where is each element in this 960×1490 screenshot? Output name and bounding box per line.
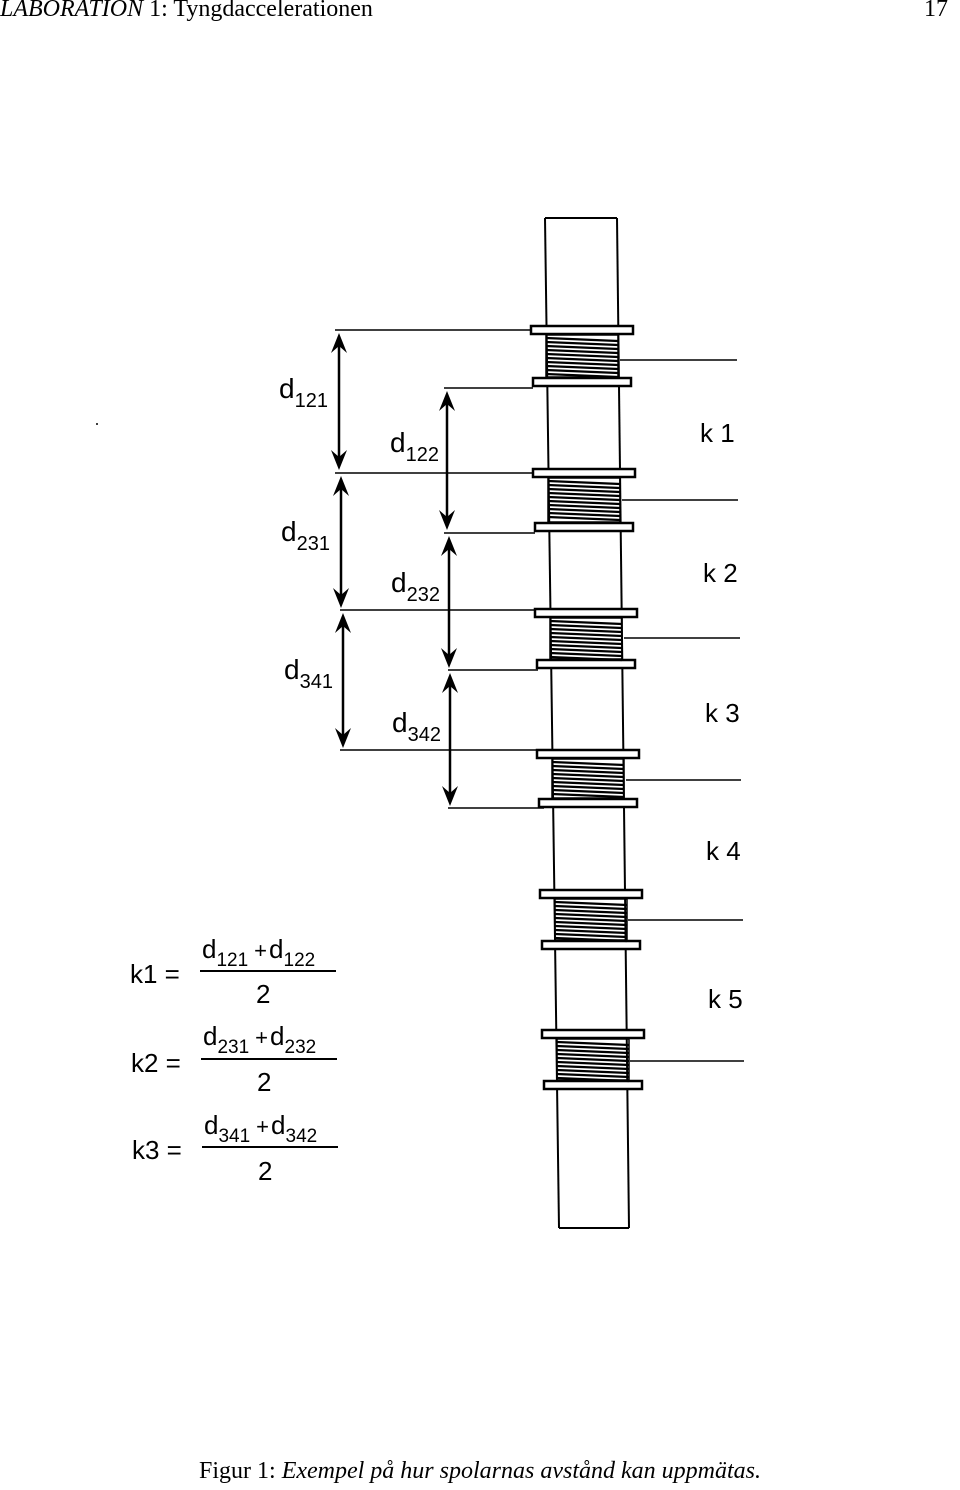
formula-k2-numerator: d231+d232 <box>203 1021 316 1058</box>
coil-winding-outline <box>549 617 623 660</box>
formulas: k1 = d121+d122 2 k2 = d231+d232 2 k3 = d… <box>130 934 338 1186</box>
coil-top-flange <box>540 1028 646 1040</box>
caption-label: Figur 1: <box>199 1458 282 1484</box>
coil-label-k3: k 3 <box>705 698 740 728</box>
coil-6 <box>540 1028 646 1091</box>
distance-label-d342: d342 <box>392 707 441 746</box>
dimension-arrow <box>331 333 347 470</box>
coil-winding <box>549 619 623 662</box>
formula-k3: k3 = d341+d342 2 <box>132 1110 338 1186</box>
coil-leads <box>620 359 744 1062</box>
coil-top-flange <box>533 607 639 619</box>
reference-lines <box>335 329 544 809</box>
caption-text: Exempel på hur spolarnas avstånd kan upp… <box>281 1458 761 1484</box>
coil-winding-outline <box>554 898 628 941</box>
dimension-arrow <box>441 536 457 668</box>
distance-labels: d121 d122 d231 d232 d341 d342 <box>279 373 441 746</box>
distance-label-d232: d232 <box>391 567 440 606</box>
distance-label-d231: d231 <box>281 516 330 555</box>
coil-4 <box>535 748 641 809</box>
coil-3 <box>533 607 639 670</box>
header-rest: 1: Tyngdaccelerationen <box>143 0 373 22</box>
running-header: LABORATION 1: Tyngdaccelerationen <box>0 0 373 23</box>
arrow-head <box>439 510 455 530</box>
formula-k1-denominator: 2 <box>256 979 270 1009</box>
coil-label-k2: k 2 <box>703 558 738 588</box>
coil-label-k4: k 4 <box>706 836 741 866</box>
coil-top-flange <box>535 748 641 760</box>
coil-winding-outline <box>551 758 625 799</box>
formula-k3-denominator: 2 <box>258 1156 272 1186</box>
coil-bottom-flange <box>540 939 642 951</box>
coil-winding-outline <box>556 1038 630 1081</box>
coil-top-flange <box>529 324 635 336</box>
coil-top-flange <box>531 467 637 479</box>
header-lab: LABORATION <box>0 0 144 22</box>
formula-k1: k1 = d121+d122 2 <box>130 934 336 1009</box>
formula-k2-lhs: k2 = <box>131 1048 181 1078</box>
arrow-head <box>441 648 457 668</box>
arrow-head <box>439 391 455 411</box>
coil-1 <box>529 324 635 388</box>
dimension-arrow <box>333 476 349 608</box>
coil-label-k1: k 1 <box>700 418 735 448</box>
distance-label-d121: d121 <box>279 373 328 412</box>
dimension-arrow <box>439 391 455 530</box>
formula-k1-numerator: d121+d122 <box>202 934 315 971</box>
arrow-head <box>335 728 351 748</box>
coil-winding <box>554 900 628 943</box>
arrow-head <box>331 333 347 353</box>
arrow-head <box>333 476 349 496</box>
arrow-head <box>333 588 349 608</box>
arrow-head <box>335 613 351 633</box>
coil-2 <box>531 467 637 533</box>
figure-caption: Figur 1: Exempel på hur spolarnas avstån… <box>0 1458 960 1485</box>
coil-winding-outline <box>547 477 621 523</box>
coil-bottom-flange <box>542 1079 644 1091</box>
formula-k2: k2 = d231+d232 2 <box>131 1021 337 1097</box>
page-number: 17 <box>924 0 948 22</box>
arrow-head <box>442 786 458 806</box>
coil-label-k5: k 5 <box>708 984 743 1014</box>
arrow-head <box>442 673 458 693</box>
dimension-arrow <box>442 673 458 806</box>
coil-bottom-flange <box>531 376 633 388</box>
arrow-head <box>331 450 347 470</box>
arrow-head <box>441 536 457 556</box>
coil-winding <box>551 760 625 799</box>
coil-winding-outline <box>545 334 619 378</box>
coil-winding <box>547 479 621 522</box>
coil-bottom-flange <box>537 797 639 809</box>
coil-bottom-flange <box>535 658 637 670</box>
coil-labels: k 1 k 2 k 3 k 4 k 5 <box>700 418 743 1014</box>
distance-label-d341: d341 <box>284 654 333 693</box>
formula-k3-numerator: d341+d342 <box>204 1110 317 1147</box>
distance-label-d122: d122 <box>390 427 439 466</box>
coil-distance-figure: k 1 k 2 k 3 k 4 k 5 d121 d122 d231 d232 … <box>96 217 744 1229</box>
dimension-arrow <box>335 613 351 748</box>
formula-k2-denominator: 2 <box>257 1067 271 1097</box>
dimension-arrows <box>331 333 458 806</box>
coil-winding <box>545 336 619 379</box>
formula-k3-lhs: k3 = <box>132 1135 182 1165</box>
coil-winding <box>556 1040 630 1083</box>
coil-5 <box>538 888 644 951</box>
coils <box>529 324 646 1091</box>
formula-k1-lhs: k1 = <box>130 959 180 989</box>
coil-bottom-flange <box>533 521 635 533</box>
stray-dot <box>96 423 98 425</box>
coil-top-flange <box>538 888 644 900</box>
